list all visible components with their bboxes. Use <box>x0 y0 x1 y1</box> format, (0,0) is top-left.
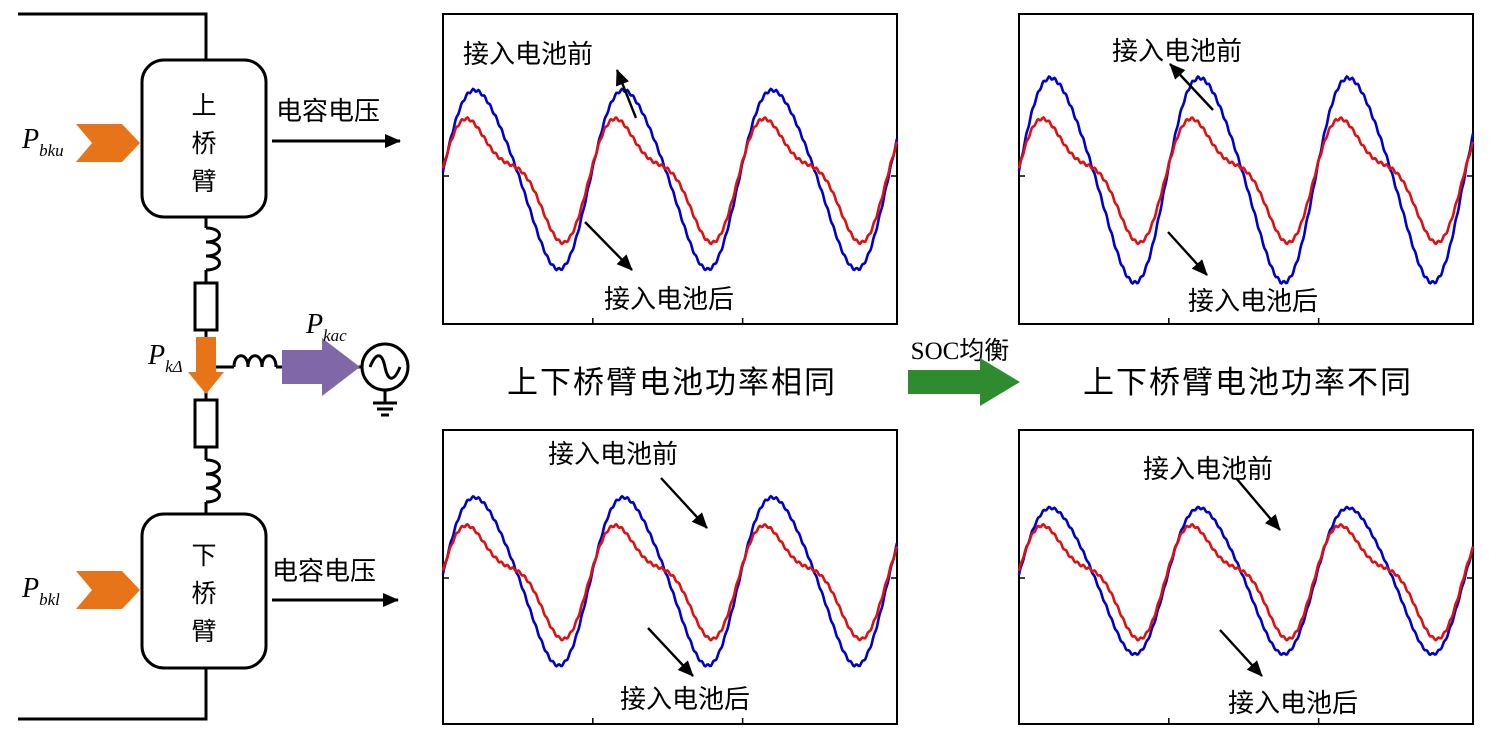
caption-same-power: 上下桥臂电池功率相同 <box>507 365 837 401</box>
before-battery-label: 接入电池前 <box>463 40 593 70</box>
after-battery-label: 接入电池后 <box>1188 287 1318 317</box>
after-pointer-arrow <box>1219 629 1263 677</box>
plot-frame <box>1018 13 1474 325</box>
lower-arm-char-3: 臂 <box>191 617 216 646</box>
before-battery-label: 接入电池前 <box>548 440 678 470</box>
upper-arm-box <box>140 58 268 219</box>
before-battery-label: 接入电池前 <box>1143 455 1273 485</box>
before-battery-label: 接入电池前 <box>1112 37 1242 67</box>
before-battery-curve <box>441 87 899 272</box>
before-pointer-arrow <box>615 69 638 119</box>
lower-resistor <box>193 398 219 449</box>
lower-arm-char-1: 下 <box>191 541 216 570</box>
p-ac-label: Pkac <box>305 309 347 345</box>
before-pointer-arrow <box>1235 477 1281 531</box>
caption-different-power: 上下桥臂电池功率不同 <box>1083 365 1413 401</box>
lower-arm-box <box>140 512 268 670</box>
before-battery-curve <box>1017 74 1475 286</box>
plot-frame <box>442 429 898 725</box>
lower-inductor <box>205 458 221 504</box>
after-battery-curve <box>441 522 899 642</box>
ac-power-arrow <box>282 338 360 396</box>
p-lower-label: Pbkl <box>21 573 60 609</box>
upper-power-arrow <box>76 124 140 162</box>
after-battery-label: 接入电池后 <box>604 285 734 315</box>
after-battery-label: 接入电池后 <box>620 685 750 715</box>
p-delta-label: PkΔ <box>147 340 183 376</box>
cap-voltage-label-upper: 电容电压 <box>276 97 380 127</box>
circuit <box>18 12 410 721</box>
upper-arm-char-2: 桥 <box>191 129 216 158</box>
after-battery-curve <box>1017 115 1475 246</box>
lower-arm-char-2: 桥 <box>191 579 216 608</box>
after-pointer-arrow <box>1167 231 1208 276</box>
top-bus-wire <box>18 12 208 60</box>
upper-resistor <box>193 281 219 332</box>
ground-icon <box>373 401 397 417</box>
soc-balance-label: SOC均衡 <box>911 337 1010 365</box>
p-upper-label: Pbku <box>21 124 64 160</box>
after-battery-curve <box>1017 522 1475 642</box>
before-pointer-arrow <box>1169 63 1214 111</box>
upper-inductor <box>205 226 221 272</box>
before-battery-curve <box>441 494 899 668</box>
cap-voltage-label-lower: 电容电压 <box>272 557 376 587</box>
upper-arm-char-3: 臂 <box>191 167 216 196</box>
ac-inductor <box>232 354 278 368</box>
delta-power-arrow <box>188 337 224 394</box>
after-pointer-arrow <box>584 221 633 271</box>
lower-power-arrow <box>76 571 140 609</box>
upper-arm-char-1: 上 <box>191 91 216 120</box>
soc-balance-arrow <box>908 358 1020 406</box>
before-battery-curve <box>1017 505 1475 657</box>
before-pointer-arrow <box>660 477 708 529</box>
after-battery-label: 接入电池后 <box>1228 689 1358 719</box>
after-pointer-arrow <box>647 627 694 677</box>
bottom-bus-wire <box>18 668 208 721</box>
after-battery-curve <box>441 115 899 246</box>
